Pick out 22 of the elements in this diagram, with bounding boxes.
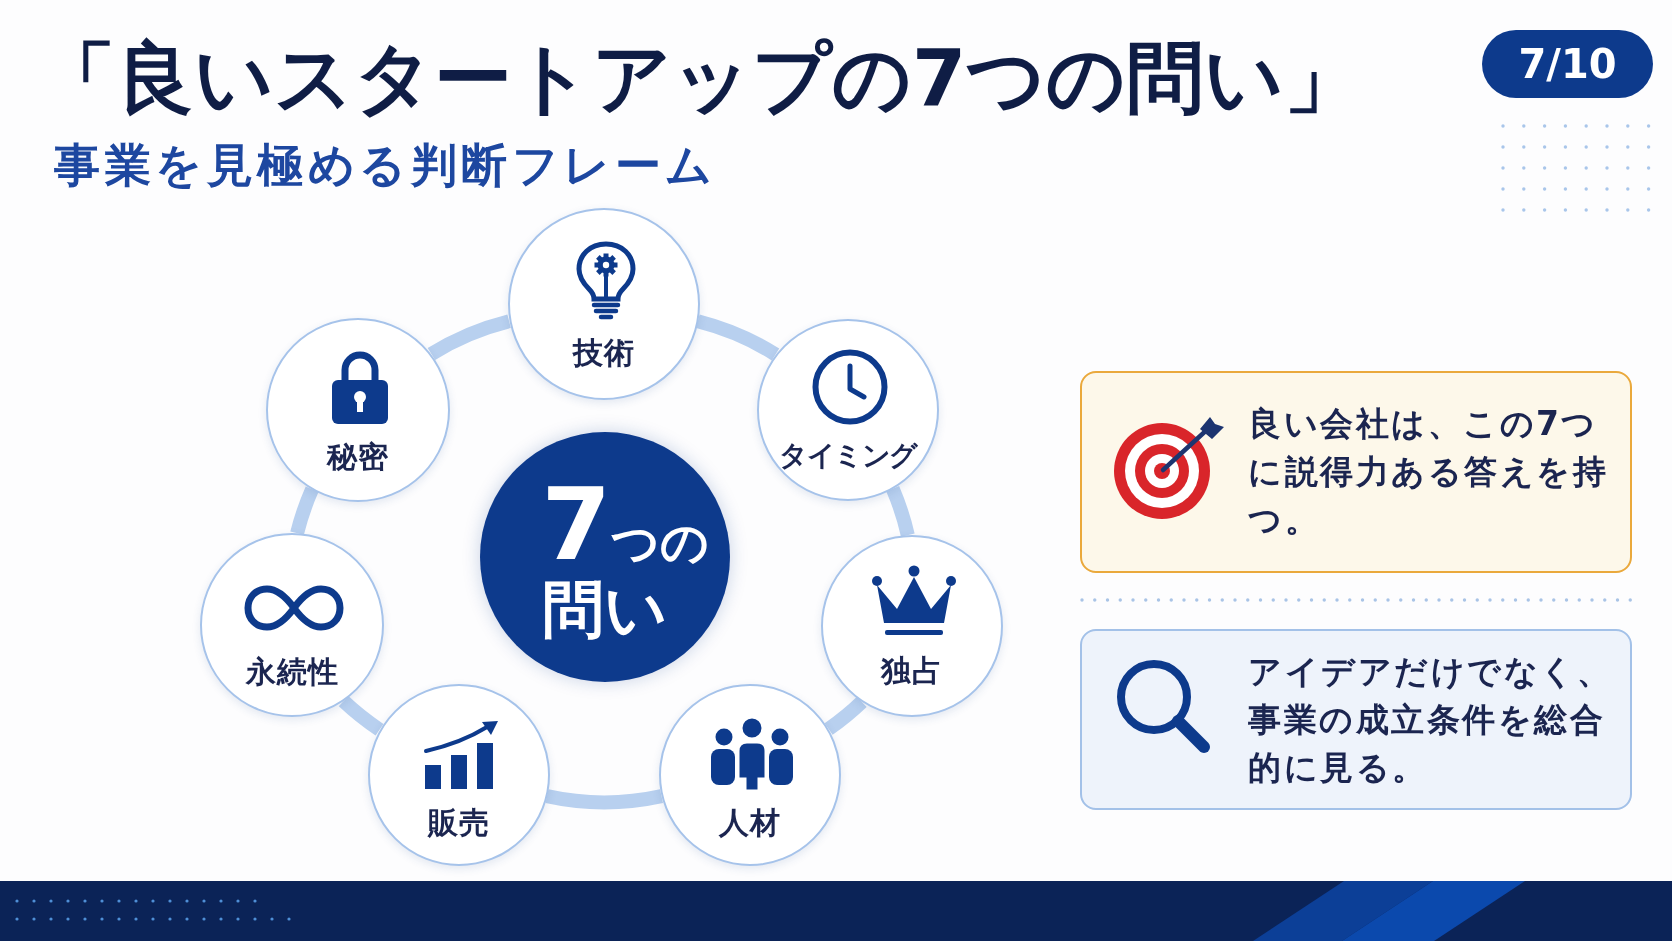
callout-card: [1080, 629, 1632, 810]
ring-connector: [886, 486, 915, 537]
title: 「良いスタートアップの7つの問い」: [38, 36, 1363, 122]
card-text: アイデアだけでなく、事業の成立条件を総合的に見る。: [1248, 650, 1613, 789]
ring-connector: [338, 696, 384, 736]
node-label: 独占: [881, 655, 943, 687]
node-label: 技術: [572, 337, 635, 369]
ring-connector: [290, 486, 319, 535]
node-label: 秘密: [327, 440, 389, 473]
subtitle: 事業を見極める判断フレーム: [54, 138, 717, 194]
circle-title: 7つの問い: [541, 471, 711, 642]
ring-connector: [545, 789, 663, 810]
node-label: 販売: [427, 807, 490, 839]
node-label: 永続性: [245, 656, 339, 688]
node-label: タイミング: [779, 439, 917, 472]
node-label: 人材: [719, 807, 781, 839]
callout-card: [1080, 371, 1632, 573]
ring-connector: [824, 696, 867, 735]
ring-connector: [696, 314, 780, 361]
page-number-badge: 7/10: [1482, 30, 1653, 98]
ring-connector: [427, 314, 511, 360]
card-text: 良い会社は、この7つに説得力ある答えを持つ。: [1248, 403, 1609, 541]
